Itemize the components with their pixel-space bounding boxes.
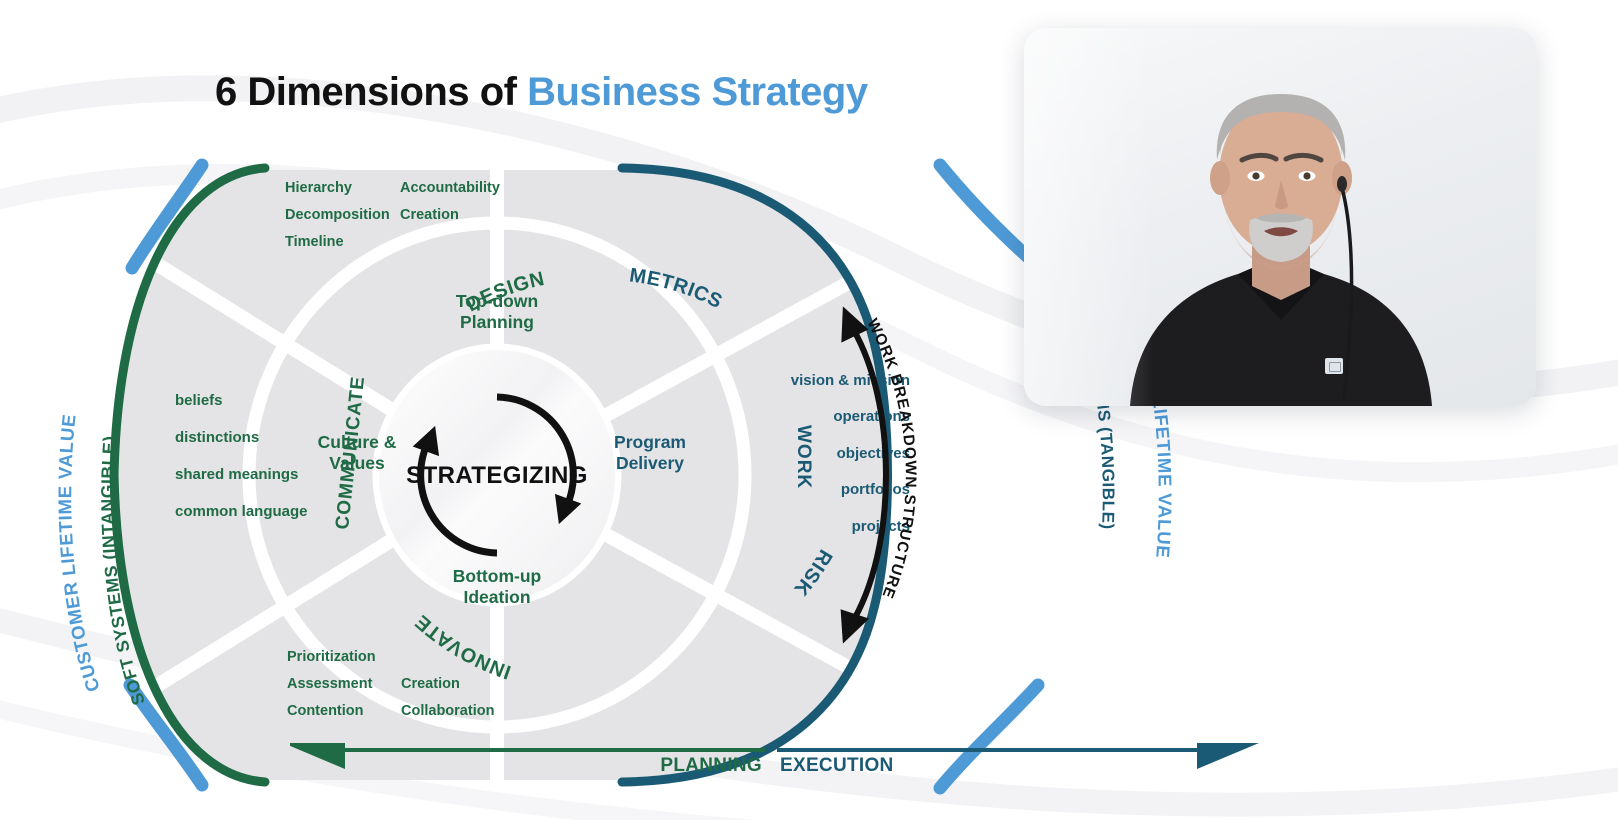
communicate-item-1: distinctions <box>175 429 259 446</box>
inner-ring-outer-edge <box>242 216 752 734</box>
design-items: Hierarchy Decomposition Timeline Account… <box>285 180 500 250</box>
inner-right-line2: Delivery <box>616 453 684 473</box>
double-headed-curved-arrow-icon <box>840 306 889 644</box>
person-shirt <box>1130 274 1432 406</box>
shirt-logo-icon <box>1325 358 1343 374</box>
page-title: 6 Dimensions of Business Strategy <box>215 70 868 115</box>
arrow-left-icon <box>290 743 345 769</box>
inner-left-line2: Values <box>329 453 385 473</box>
innovate-item-4: Collaboration <box>401 703 494 719</box>
circular-arrow-icon <box>412 393 582 557</box>
design-item-0: Hierarchy <box>285 180 352 196</box>
person-beard <box>1249 215 1313 262</box>
center-label: STRATEGIZING <box>406 462 588 489</box>
left-outer-labels: CUSTOMER LIFETIME VALUE SOFT SYSTEMS (IN… <box>54 413 149 708</box>
page-title-part1: 6 Dimensions of <box>215 70 528 114</box>
segment-label-work: WORK <box>793 425 814 489</box>
innovate-item-0: Prioritization <box>287 649 376 665</box>
inner-ring-left-label: Culture & Values <box>318 432 397 473</box>
inner-bottom-line1: Bottom-up <box>453 566 541 586</box>
left-outer-label: CUSTOMER LIFETIME VALUE <box>54 413 104 695</box>
page-title-part2: Business Strategy <box>527 70 868 114</box>
work-item-3: portfolios <box>841 481 910 498</box>
inner-right-line1: Program <box>614 432 686 452</box>
left-inner-label: SOFT SYSTEMS (INTANGIBLE) <box>97 435 149 708</box>
center-circle <box>379 350 615 600</box>
design-item-3: Accountability <box>400 180 500 196</box>
inner-ring-right-label: Program Delivery <box>614 432 686 473</box>
work-item-2: objectives <box>837 445 910 462</box>
design-item-4: Creation <box>400 207 459 223</box>
work-item-1: operations <box>833 408 910 425</box>
blue-stroke-bottom-left <box>123 678 209 792</box>
design-item-2: Timeline <box>285 234 344 250</box>
innovate-item-1: Assessment <box>287 676 373 692</box>
execution-label: EXECUTION <box>780 755 894 776</box>
communicate-item-3: common language <box>175 503 308 520</box>
arrow-right-icon <box>1197 743 1259 769</box>
blue-stroke-bottom-right <box>933 678 1045 795</box>
communicate-item-0: beliefs <box>175 392 223 409</box>
communicate-item-2: shared meanings <box>175 466 298 483</box>
person-on-camera <box>1130 94 1432 406</box>
inner-bottom-line2: Ideation <box>463 587 530 607</box>
execution-arrow <box>777 743 1259 769</box>
video-frame <box>1024 28 1536 406</box>
innovate-item-3: Creation <box>401 676 460 692</box>
inner-ring-bottom-label: Bottom-up Ideation <box>453 566 541 607</box>
innovate-items: Prioritization Assessment Contention Cre… <box>287 649 494 719</box>
work-items: vision & mission operations objectives p… <box>791 372 910 535</box>
work-item-0: vision & mission <box>791 372 910 389</box>
innovate-item-2: Contention <box>287 703 364 719</box>
soft-systems-arc <box>109 163 270 787</box>
planning-execution-bar: PLANNING EXECUTION <box>290 743 1259 776</box>
six-dimensions-wheel-diagram: Hierarchy Decomposition Timeline Account… <box>109 158 1047 795</box>
video-left-fade <box>1024 28 1154 406</box>
inner-top-line2: Planning <box>460 312 534 332</box>
inner-top-line1: Top-down <box>456 291 538 311</box>
communicate-items: beliefs distinctions shared meanings com… <box>175 392 308 520</box>
earphone-wire <box>1340 187 1354 401</box>
person-face <box>1219 98 1343 254</box>
inner-left-line1: Culture & <box>318 432 397 452</box>
person-neck <box>1252 246 1310 300</box>
design-item-1: Decomposition <box>285 207 390 223</box>
inner-ring-top-label: Top-down Planning <box>456 291 538 332</box>
planning-label: PLANNING <box>660 755 762 776</box>
blue-stroke-top-left <box>125 158 209 275</box>
webcam-video-overlay[interactable] <box>1024 28 1536 406</box>
planning-arrow <box>290 743 765 769</box>
